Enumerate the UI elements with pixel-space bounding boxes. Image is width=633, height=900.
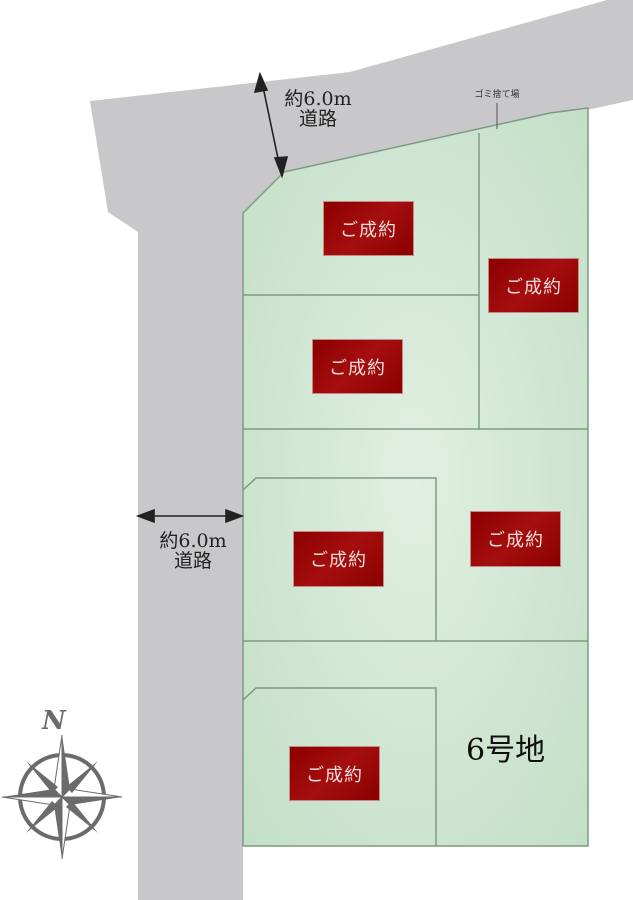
trash-station-label: ゴミ捨て場 [474,90,520,100]
lot-top-left-sold-badge[interactable]: ご成約 [323,201,414,256]
north-road-label: 約6.0m 道路 [278,88,358,130]
north-road-name: 道路 [298,107,337,130]
lot-bottom-left-sold-badge[interactable]: ご成約 [289,746,380,801]
north-label: N [42,706,66,736]
lot-second-left-sold-badge[interactable]: ご成約 [312,339,403,394]
compass-rose-icon [1,734,123,860]
road-north [90,0,633,900]
lot-top-right-sold-badge[interactable]: ご成約 [488,258,579,313]
lot-middle-right-sold-badge[interactable]: ご成約 [470,511,561,567]
west-road-label: 約6.0m 道路 [148,530,238,572]
west-road-width: 約6.0m [159,530,227,552]
lot-middle-left-sold-badge[interactable]: ご成約 [293,531,384,587]
west-road-name: 道路 [173,549,212,572]
north-road-width: 約6.0m [284,88,352,110]
lot-6-label[interactable]: 6号地 [466,733,546,768]
